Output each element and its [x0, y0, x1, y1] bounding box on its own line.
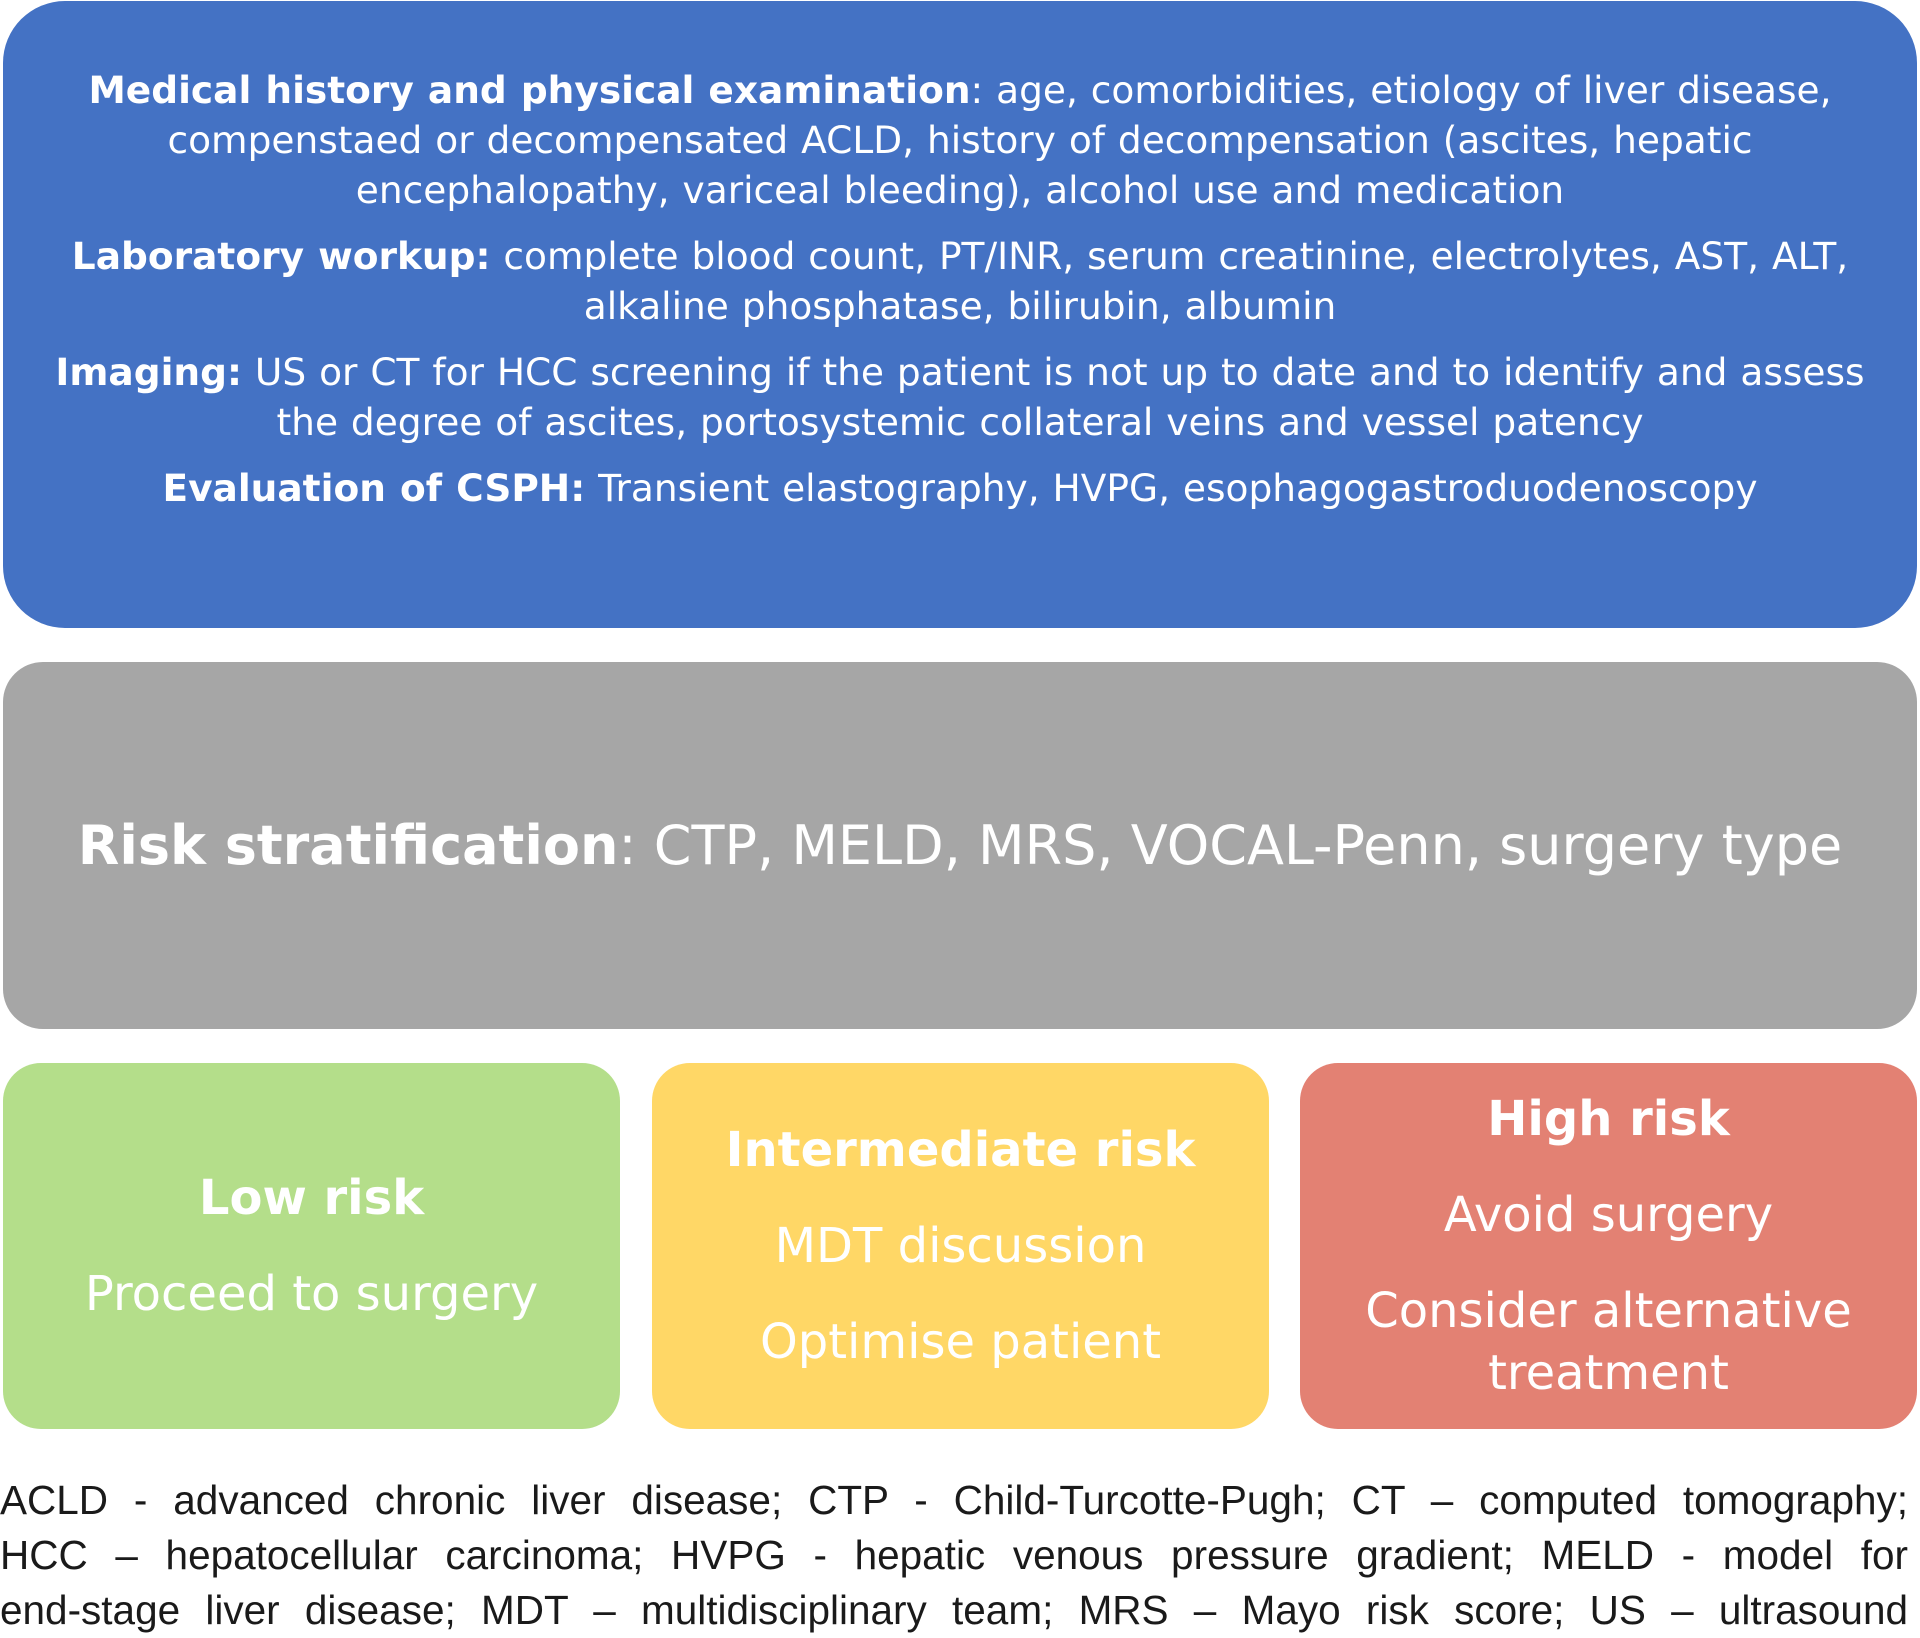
intermediate-risk-action-2: Optimise patient [759, 1314, 1162, 1370]
footnote-line-3: end-stage liver disease; MDT – multidisc… [0, 1587, 1908, 1633]
low-risk-title: Low risk [198, 1170, 425, 1226]
csph-label: Evaluation of CSPH: [162, 465, 586, 510]
lab-paragraph: Laboratory workup: complete blood count,… [31, 231, 1889, 331]
assessment-box: Medical history and physical examination… [3, 1, 1917, 628]
lab-label: Laboratory workup: [71, 233, 491, 278]
history-paragraph: Medical history and physical examination… [31, 65, 1889, 215]
history-label: Medical history and physical examination [88, 67, 971, 112]
high-risk-box: High risk Avoid surgery Consider alterna… [1300, 1063, 1917, 1429]
csph-paragraph: Evaluation of CSPH: Transient elastograp… [162, 463, 1757, 513]
risk-stratification-line: Risk stratification: CTP, MELD, MRS, VOC… [78, 811, 1842, 881]
high-risk-action-1: Avoid surgery [1443, 1187, 1774, 1243]
csph-text: Transient elastography, HVPG, esophagoga… [585, 465, 1758, 510]
imaging-label: Imaging: [55, 349, 242, 394]
intermediate-risk-box: Intermediate risk MDT discussion Optimis… [652, 1063, 1269, 1429]
imaging-paragraph: Imaging: US or CT for HCC screening if t… [31, 347, 1889, 447]
intermediate-risk-title: Intermediate risk [725, 1122, 1196, 1178]
imaging-text: US or CT for HCC screening if the patien… [241, 349, 1865, 444]
high-risk-title: High risk [1487, 1091, 1730, 1147]
lab-text: complete blood count, PT/INR, serum crea… [490, 233, 1849, 328]
risk-stratification-label: Risk stratification [77, 813, 619, 877]
abbreviations-footnote: ACLD - advanced chronic liver disease; C… [0, 1473, 1908, 1638]
risk-stratification-text: : CTP, MELD, MRS, VOCAL-Penn, surgery ty… [618, 813, 1843, 877]
risk-stratification-box: Risk stratification: CTP, MELD, MRS, VOC… [3, 662, 1917, 1029]
history-text: : age, comorbidities, etiology of liver … [167, 67, 1832, 212]
intermediate-risk-action-1: MDT discussion [774, 1218, 1147, 1274]
footnote-line-1: ACLD - advanced chronic liver disease; C… [0, 1477, 1908, 1523]
high-risk-action-2: Consider alternative treatment [1365, 1283, 1852, 1401]
low-risk-box: Low risk Proceed to surgery [3, 1063, 620, 1429]
low-risk-action: Proceed to surgery [84, 1266, 539, 1322]
footnote-line-2: HCC – hepatocellular carcinoma; HVPG - h… [0, 1532, 1908, 1578]
